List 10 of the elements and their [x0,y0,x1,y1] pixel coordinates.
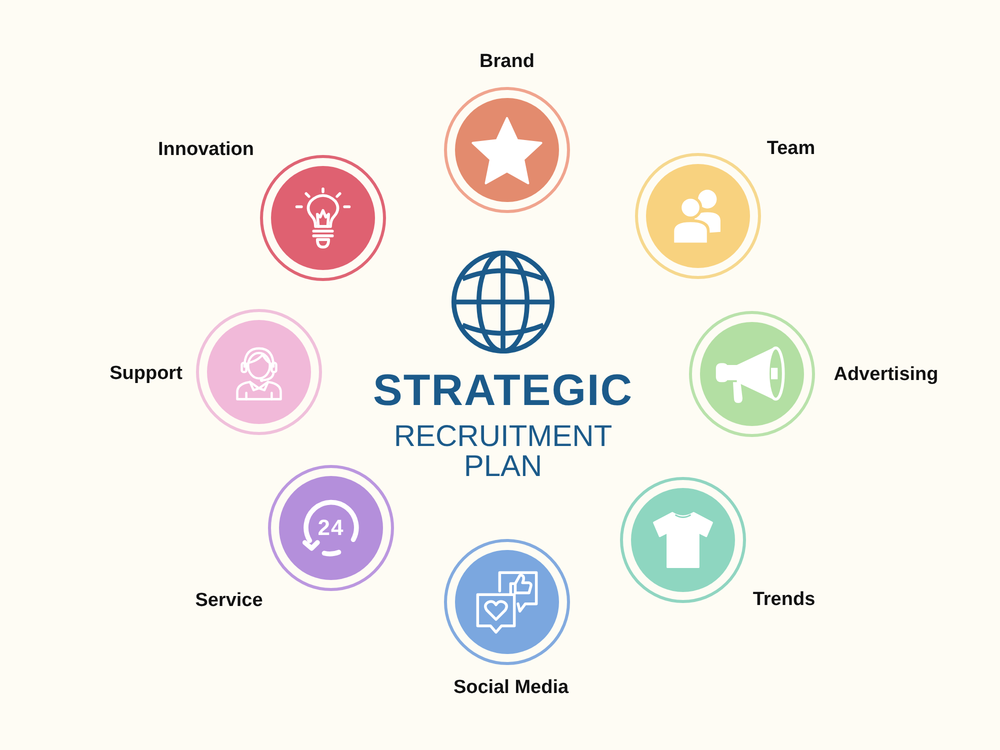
node-label: Innovation [158,138,254,162]
node-label: Service [195,589,263,613]
diagram-title: STRATEGIC RECRUITMENT PLAN [373,366,633,482]
node-label: Social Media [453,676,569,700]
node-label: Advertising [834,363,938,387]
node-label: Trends [752,588,816,612]
node-label: Brand [480,50,534,74]
node-label: Support [110,362,182,386]
icon-number: 24 [318,516,344,540]
node-label: Team [766,137,816,161]
